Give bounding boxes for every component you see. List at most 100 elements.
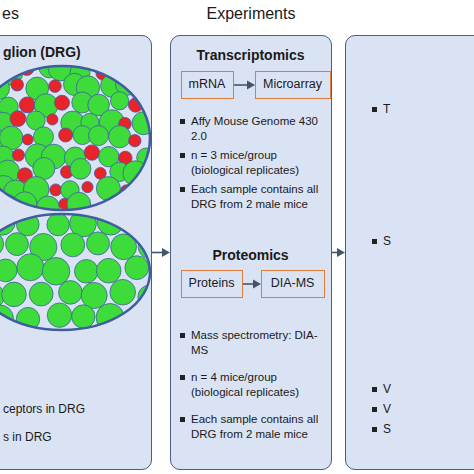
nociceptor-cell (127, 66, 143, 82)
bullet-square (372, 387, 377, 392)
column-heading: es (2, 4, 62, 25)
process-box: Proteins (181, 270, 243, 298)
box-label: DIA-MS (271, 277, 315, 290)
arrow-head (162, 248, 170, 257)
connectors (152, 81, 345, 289)
large-neuron (89, 126, 109, 146)
large-neuron (29, 282, 53, 306)
box-label: Microarray (263, 78, 322, 91)
nociceptor-cell (12, 149, 24, 161)
large-neuron (0, 259, 17, 282)
large-neuron (125, 256, 149, 280)
drg-outline (0, 66, 150, 210)
panel-fill (345, 35, 474, 470)
process-box: Microarray (255, 71, 331, 99)
flow-arrow (152, 248, 170, 257)
bullet-square (180, 417, 185, 422)
nociceptor-cell (11, 78, 24, 91)
large-neuron (132, 74, 153, 95)
large-neuron (67, 192, 91, 216)
large-neuron (6, 233, 29, 256)
large-neuron (137, 178, 157, 198)
neuron-cells (0, 208, 162, 333)
process-box: mRNA (181, 71, 234, 99)
nociceptor-cell (22, 134, 33, 145)
nociceptor-cell (49, 80, 62, 93)
bullet-square (180, 187, 185, 192)
box-label: mRNA (189, 78, 226, 91)
stage-panel: glion (DRG)ceptors in DRGs in DRG (0, 35, 152, 470)
arrow-head (253, 280, 261, 289)
nociceptor-cell (84, 145, 99, 160)
large-neuron (72, 305, 95, 328)
large-neuron (0, 55, 1, 79)
bullet-text: Each sample contains all DRG from 2 male… (191, 182, 327, 212)
large-neuron (42, 258, 70, 286)
nociceptor-cell (47, 114, 58, 125)
stage-panel: TSVVS (345, 35, 474, 470)
column-heading: Experiments (170, 4, 332, 25)
bullet-square (180, 375, 185, 380)
bullet-text: s in DRG (3, 430, 153, 446)
section-heading: glion (DRG) (3, 43, 153, 61)
bullet-text: V (383, 382, 473, 398)
bullet-text: Each sample contains all DRG from 2 male… (191, 412, 327, 442)
nociceptor-cell (50, 184, 62, 196)
large-neuron (2, 282, 27, 307)
arrow-head (247, 81, 255, 90)
nociceptor-cell (82, 182, 93, 193)
large-neuron (59, 281, 83, 305)
drg-section (0, 66, 150, 210)
nociceptor-cell (132, 195, 147, 210)
bullet-square (180, 119, 185, 124)
bullet-square (180, 333, 185, 338)
bullet-text: V (383, 402, 473, 418)
large-neuron (96, 177, 120, 201)
nociceptor-cell (59, 128, 73, 142)
drg-outline (0, 214, 150, 330)
nociceptor-cell (55, 95, 70, 110)
large-neuron (97, 208, 124, 235)
process-box: DIA-MS (261, 270, 325, 298)
large-neuron (109, 126, 131, 148)
stage-panel: TranscriptomicsAffy Mouse Genome 430 2.0… (170, 35, 332, 470)
large-neuron (110, 279, 136, 305)
bullet-text: S (383, 234, 473, 250)
arrow-shaft (234, 84, 249, 86)
arrow-head (337, 248, 345, 257)
large-neuron (47, 303, 71, 327)
bullet-text: Affy Mouse Genome 430 2.0 (191, 114, 327, 144)
large-neuron (47, 213, 69, 235)
nociceptor-cell (129, 135, 141, 147)
large-neuron (96, 304, 124, 332)
nociceptor-cell (10, 111, 26, 127)
large-neuron (111, 92, 129, 110)
flow-arrow (234, 81, 255, 90)
section-heading: Proteomics (171, 246, 330, 264)
large-neuron (70, 158, 91, 179)
large-neuron (75, 260, 99, 284)
large-neuron (87, 232, 110, 255)
bullet-text: T (383, 102, 473, 118)
bullet-text: n = 3 mice/group (biological replicates) (191, 148, 327, 178)
nociceptor-cell (19, 97, 35, 113)
bullet-square (372, 407, 377, 412)
bullet-square (180, 153, 185, 158)
panel-fill (170, 35, 332, 470)
bullet-square (372, 107, 377, 112)
bullet-square (372, 239, 377, 244)
bullet-text: S (383, 422, 473, 438)
large-neuron (61, 233, 85, 257)
flow-arrow (332, 248, 345, 257)
box-label: Proteins (189, 277, 235, 290)
neuron-cells (0, 55, 157, 221)
large-neuron (96, 258, 121, 283)
bullet-square (372, 427, 377, 432)
section-heading: Transcriptomics (171, 46, 330, 64)
large-neuron (0, 232, 4, 257)
large-neuron (0, 209, 15, 236)
flow-arrow (243, 280, 261, 289)
bullet-text: n = 4 mice/group (biological replicates) (191, 370, 327, 400)
large-neuron (17, 254, 44, 281)
